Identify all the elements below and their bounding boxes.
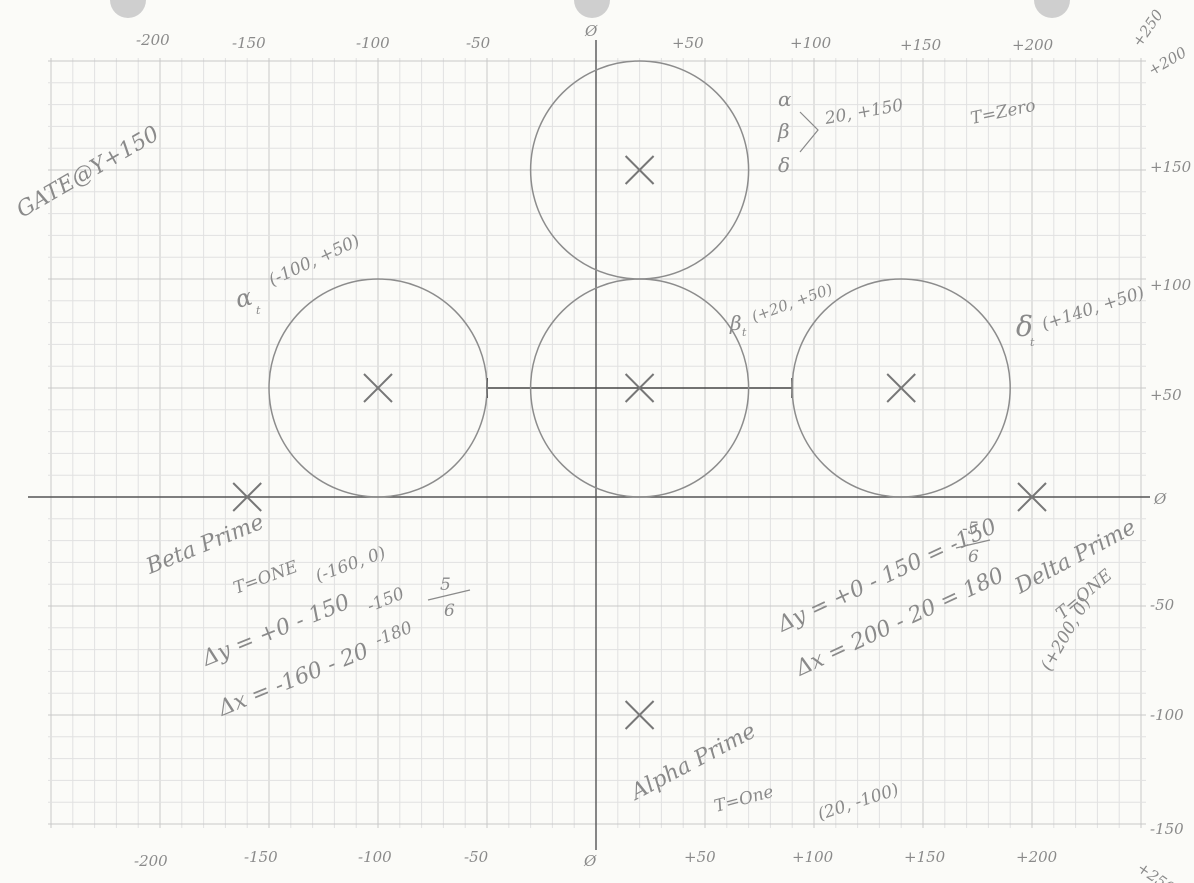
delta-t-annotation: δ t (+140, +50) bbox=[1016, 283, 1147, 349]
binder-hole-left bbox=[110, 0, 146, 18]
binder-hole-center bbox=[574, 0, 610, 18]
beta-t-subscript: t bbox=[742, 326, 747, 339]
alpha-t-subscript: t bbox=[256, 304, 261, 317]
delta-t-subscript: t bbox=[1030, 336, 1035, 349]
alpha-prime-time: T=One bbox=[712, 782, 776, 817]
x-top-tick-label: +200 bbox=[1012, 36, 1054, 54]
x-marker bbox=[232, 482, 262, 512]
delta-t-coord: (+140, +50) bbox=[1039, 283, 1147, 335]
delta-calc-annotation: Δy = +0 - 150 = -150 Δx = 200 - 20 = 180… bbox=[773, 514, 1008, 682]
x-top-tick-label: +50 bbox=[672, 34, 704, 52]
top-circle-symbol-delta: δ bbox=[778, 153, 790, 177]
x-top-tick-label: +250 bbox=[1129, 6, 1168, 50]
x-bottom-tick-label: +250 bbox=[1134, 859, 1178, 883]
x-bottom-tick-label: -150 bbox=[244, 848, 278, 866]
y-right-tick-label: -100 bbox=[1150, 706, 1184, 724]
x-bottom-tick-label: -100 bbox=[358, 848, 392, 866]
beta-calc-dx-result: -180 bbox=[372, 618, 415, 651]
y-right-tick-labels: +200 +150 +100 +50 Ø -50 -100 -150 bbox=[1145, 43, 1192, 838]
x-marker bbox=[886, 373, 916, 403]
x-marker bbox=[624, 700, 655, 730]
beta-t-symbol: β bbox=[729, 311, 742, 335]
top-circle-time: T=Zero bbox=[969, 96, 1038, 129]
x-top-tick-label: +100 bbox=[790, 34, 832, 52]
beta-prime-coord: (-160, 0) bbox=[313, 543, 389, 587]
top-circle-annotation: α β δ 20, +150 T=Zero bbox=[777, 87, 1037, 177]
y-right-tick-label: +150 bbox=[1150, 158, 1192, 176]
y-right-tick-label: +100 bbox=[1150, 276, 1192, 294]
circle-region bbox=[791, 278, 1011, 498]
x-bottom-tick-label: +200 bbox=[1016, 848, 1058, 866]
beta-ratio-denominator: 6 bbox=[444, 601, 455, 621]
x-bottom-tick-labels: -200 -150 -100 -50 Ø +50 +100 +150 +200 … bbox=[134, 848, 1178, 883]
gate-label: GATE@Y+150 bbox=[13, 122, 164, 224]
alpha-t-annotation: α t (-100, +50) bbox=[232, 231, 363, 317]
beta-calc-dy-result: -150 bbox=[364, 584, 407, 617]
x-top-tick-label: -100 bbox=[356, 34, 390, 52]
y-right-tick-label: -150 bbox=[1150, 820, 1184, 838]
x-bottom-tick-label: -50 bbox=[464, 848, 489, 866]
y-right-tick-label: +200 bbox=[1145, 43, 1190, 79]
delta-ratio-numerator: -5 bbox=[962, 519, 979, 539]
x-top-tick-label: Ø bbox=[584, 22, 598, 40]
binder-hole-right bbox=[1034, 0, 1070, 18]
x-marker bbox=[624, 373, 655, 403]
x-bottom-tick-label: +150 bbox=[904, 848, 946, 866]
delta-ratio-bar bbox=[955, 539, 991, 549]
x-marker bbox=[1017, 482, 1047, 512]
alpha-prime-annotation: Alpha Prime T=One (20, -100) bbox=[625, 719, 901, 825]
x-top-tick-label: -200 bbox=[136, 31, 170, 49]
axes bbox=[28, 40, 1150, 850]
x-marker bbox=[363, 373, 393, 403]
x-bottom-tick-label: -200 bbox=[134, 852, 168, 870]
beta-ratio-bar bbox=[427, 589, 471, 601]
top-circle-symbol-beta: β bbox=[777, 119, 790, 143]
y-right-tick-label: +50 bbox=[1150, 386, 1182, 404]
x-bottom-tick-label: +100 bbox=[792, 848, 834, 866]
x-top-tick-label: +150 bbox=[900, 36, 942, 54]
grid-lines bbox=[48, 58, 1146, 828]
alpha-t-symbol: α bbox=[232, 283, 255, 314]
top-circle-brace bbox=[799, 111, 819, 153]
top-circle-coord: 20, +150 bbox=[822, 95, 905, 129]
x-bottom-tick-label: Ø bbox=[583, 852, 597, 870]
y-right-tick-label: Ø bbox=[1153, 490, 1167, 508]
beta-prime-annotation: Beta Prime T=ONE (-160, 0) Δy = +0 - 150… bbox=[142, 510, 471, 722]
circle-region bbox=[268, 278, 488, 498]
beta-prime-name: Beta Prime bbox=[142, 510, 268, 580]
alpha-prime-coord: (20, -100) bbox=[815, 780, 901, 825]
markers-layer bbox=[232, 155, 1047, 730]
y-right-tick-label: -50 bbox=[1150, 596, 1175, 614]
circle-region bbox=[529, 278, 750, 498]
delta-t-symbol: δ bbox=[1016, 310, 1033, 343]
x-top-tick-labels: -200 -150 -100 -50 Ø +50 +100 +150 +200 … bbox=[136, 6, 1167, 54]
x-top-tick-label: -50 bbox=[466, 34, 491, 52]
delta-ratio-denominator: 6 bbox=[968, 547, 979, 567]
beta-t-annotation: β t (+20, +50) bbox=[729, 280, 835, 339]
x-marker bbox=[624, 155, 655, 185]
beta-ratio-numerator: 5 bbox=[440, 575, 451, 595]
top-circle-symbol-alpha: α bbox=[778, 87, 792, 111]
circles-layer bbox=[268, 60, 1011, 498]
x-bottom-tick-label: +50 bbox=[684, 848, 716, 866]
x-top-tick-label: -150 bbox=[232, 34, 266, 52]
alpha-t-coord: (-100, +50) bbox=[266, 231, 363, 291]
